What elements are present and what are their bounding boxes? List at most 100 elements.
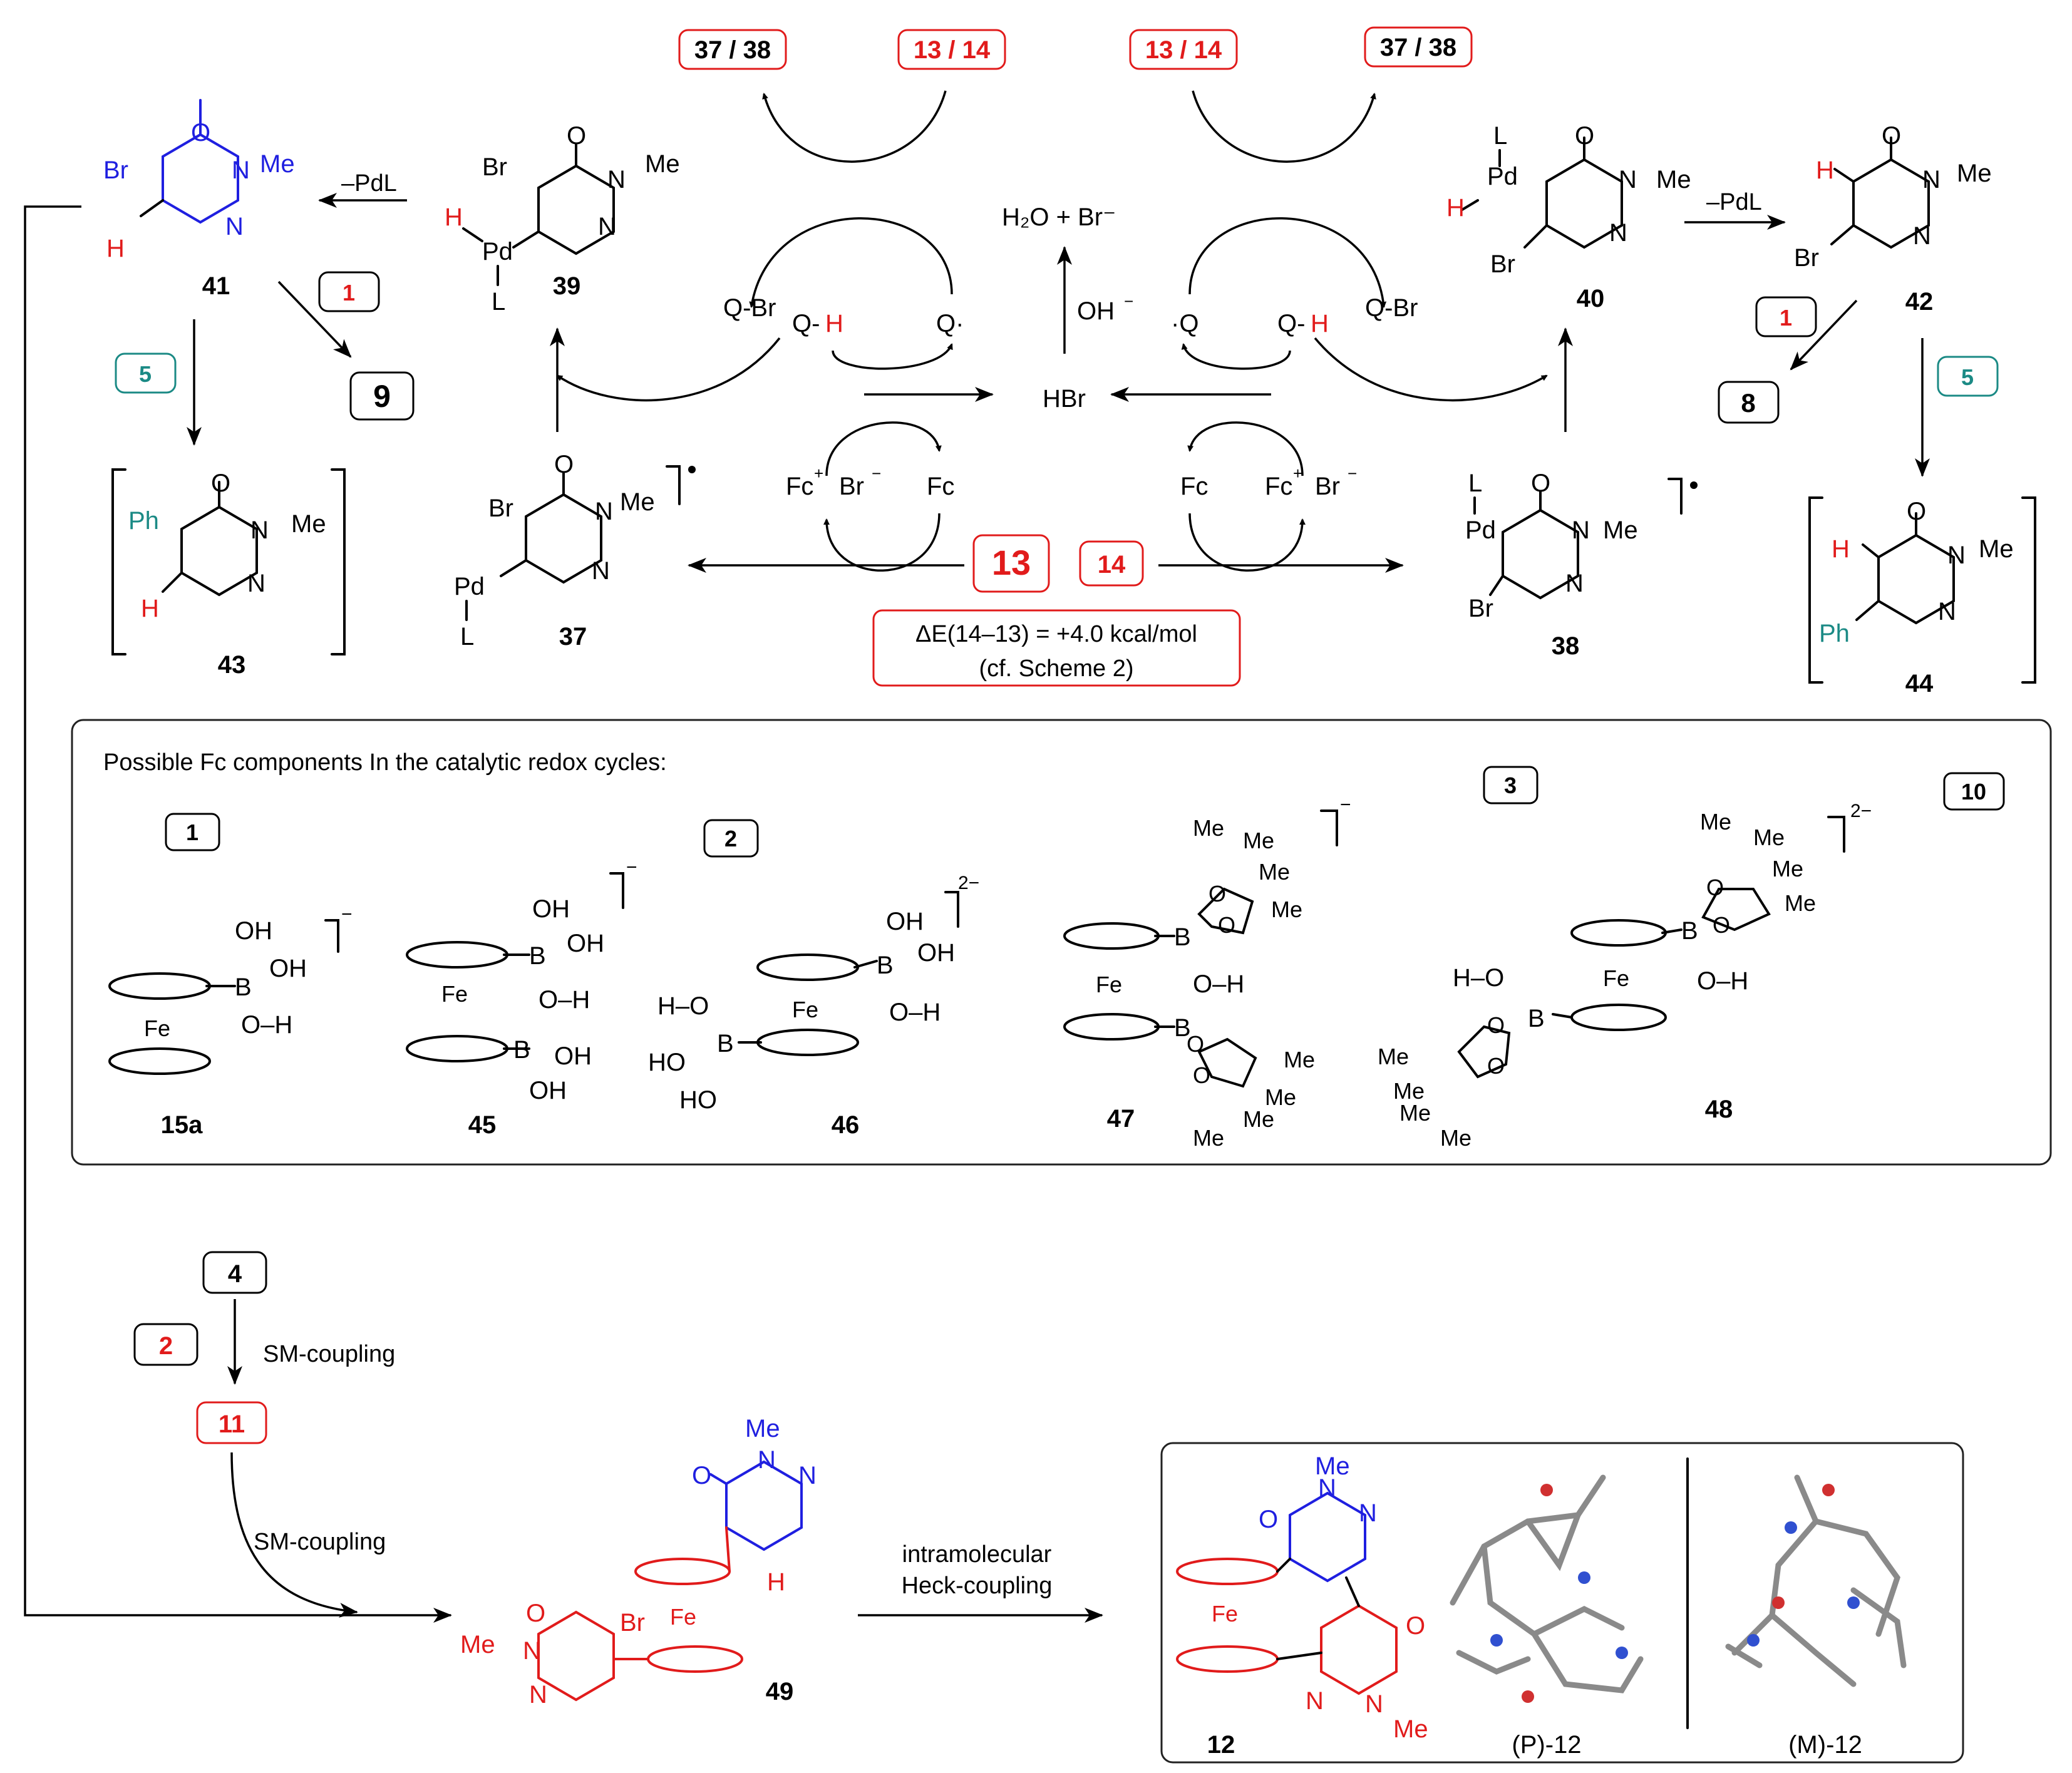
- fc-left: Fc: [927, 473, 954, 500]
- svg-text:Pd: Pd: [1465, 516, 1496, 544]
- panel-box-2: 2: [703, 819, 759, 858]
- svg-text:OH: OH: [235, 917, 272, 945]
- svg-text:Br: Br: [1315, 473, 1340, 500]
- svg-text:Br: Br: [1490, 250, 1515, 278]
- svg-text:N: N: [1306, 1687, 1324, 1715]
- svg-text:38: 38: [1552, 632, 1580, 660]
- svg-text:Me: Me: [1315, 1452, 1350, 1480]
- svg-text:+: +: [814, 464, 823, 483]
- svg-text:Fe: Fe: [1212, 1601, 1238, 1627]
- svg-text:O: O: [1713, 912, 1730, 938]
- svg-text:Me: Me: [1440, 1125, 1472, 1151]
- svg-text:8: 8: [1741, 388, 1755, 418]
- svg-text:H: H: [1446, 194, 1465, 222]
- route-41-to-49: [24, 205, 452, 1623]
- compound-13-box: 13: [972, 534, 1050, 593]
- svg-text:Fc: Fc: [1265, 473, 1292, 500]
- panel-box-3: 3: [1483, 766, 1539, 804]
- compound-44: O H N Me N Ph 44: [1808, 496, 2036, 697]
- svg-text:9: 9: [373, 379, 391, 414]
- svg-text:13 / 14: 13 / 14: [1145, 36, 1222, 64]
- svg-text:OH: OH: [529, 1077, 567, 1104]
- svg-text:B: B: [1174, 923, 1191, 951]
- svg-text:Br: Br: [1794, 244, 1819, 272]
- svg-text:N: N: [250, 516, 269, 544]
- svg-text:Me: Me: [1243, 1106, 1274, 1132]
- svg-text:1: 1: [1780, 305, 1792, 331]
- svg-text:N: N: [1365, 1690, 1383, 1718]
- svg-text:N: N: [1359, 1499, 1377, 1527]
- compound-40: O N Me N Br Pd H L 40: [1446, 122, 1691, 312]
- svg-text:1: 1: [343, 280, 355, 306]
- svg-text:H: H: [141, 595, 159, 622]
- box-11: 11: [196, 1401, 267, 1444]
- svg-text:14: 14: [1098, 551, 1126, 578]
- hydroxide-charge: −: [1124, 292, 1133, 311]
- top-box-13-14-right: 13 / 14: [1129, 29, 1238, 70]
- svg-text:B: B: [1681, 917, 1698, 945]
- svg-text:Me: Me: [460, 1631, 495, 1658]
- svg-text:Me: Me: [1979, 535, 2014, 563]
- svg-text:Br: Br: [488, 495, 513, 522]
- svg-text:O: O: [526, 1600, 545, 1627]
- svg-text:Me: Me: [1393, 1078, 1425, 1104]
- svg-text:37 / 38: 37 / 38: [694, 36, 771, 64]
- svg-text:N: N: [225, 213, 244, 240]
- svg-text:47: 47: [1107, 1105, 1135, 1133]
- fc-right: Fc: [1180, 473, 1208, 500]
- svg-text:37 / 38: 37 / 38: [1380, 34, 1456, 61]
- svg-text:O: O: [554, 451, 574, 478]
- svg-text:N: N: [592, 557, 610, 585]
- svg-text:L: L: [1493, 122, 1507, 150]
- svg-text:O: O: [1575, 122, 1594, 150]
- compound-41: O Br N Me N H 41: [103, 99, 295, 300]
- svg-text:N: N: [1947, 542, 1966, 569]
- svg-text:Me: Me: [1753, 825, 1785, 850]
- svg-text:Me: Me: [1700, 809, 1731, 835]
- svg-text:Q-: Q-: [1277, 310, 1305, 337]
- svg-text:L: L: [460, 623, 474, 650]
- svg-text:Ph: Ph: [128, 507, 159, 535]
- svg-text:Fe: Fe: [1096, 972, 1122, 997]
- svg-text:2: 2: [159, 1332, 173, 1360]
- svg-text:Me: Me: [745, 1415, 780, 1442]
- svg-text:Br: Br: [482, 153, 507, 181]
- svg-text:H: H: [1832, 535, 1850, 563]
- svg-text:OH: OH: [886, 908, 924, 935]
- svg-text:N: N: [1609, 219, 1627, 247]
- svg-text:3: 3: [1504, 773, 1517, 798]
- compound-15a: Fe B OH OH O–H − 15a: [108, 904, 353, 1139]
- compound-12: O N Me N Fe O N N Me 12: [1176, 1452, 1428, 1759]
- svg-text:15a: 15a: [161, 1111, 203, 1139]
- sm-coupling-1: SM-coupling: [263, 1341, 395, 1367]
- svg-text:(cf. Scheme 2): (cf. Scheme 2): [979, 655, 1133, 682]
- crystal-structure-P-12: (P)-12: [1450, 1474, 1644, 1759]
- svg-text:Fe: Fe: [1603, 965, 1629, 991]
- svg-text:O: O: [1487, 1053, 1505, 1079]
- svg-text:Me: Me: [1193, 815, 1224, 841]
- svg-text:O: O: [191, 119, 210, 146]
- qdot-left: Q·: [936, 310, 964, 337]
- svg-text:B: B: [877, 952, 894, 979]
- svg-text:Me: Me: [1399, 1100, 1431, 1126]
- compound-47: Fe B B O–H O O O O Me Me Me Me Me Me Me …: [1063, 794, 1351, 1151]
- svg-text:(M)-12: (M)-12: [1788, 1731, 1862, 1759]
- svg-text:O–H: O–H: [1697, 967, 1748, 995]
- svg-text:O: O: [1907, 498, 1926, 525]
- svg-text:2−: 2−: [1850, 801, 1872, 821]
- svg-text:N: N: [607, 166, 626, 193]
- svg-text:Br: Br: [620, 1609, 645, 1637]
- svg-text:N: N: [529, 1681, 547, 1709]
- svg-text:O–H: O–H: [241, 1011, 292, 1039]
- svg-text:Fe: Fe: [441, 981, 468, 1007]
- svg-text:HO: HO: [648, 1049, 686, 1076]
- svg-text:N: N: [798, 1462, 817, 1489]
- svg-text:N: N: [232, 157, 250, 184]
- svg-text:1: 1: [186, 820, 198, 845]
- qbr-left: Q-Br: [723, 294, 776, 322]
- svg-text:N: N: [1913, 222, 1931, 250]
- svg-text:OH: OH: [532, 895, 570, 923]
- svg-text:Me: Me: [1603, 516, 1638, 544]
- svg-text:Me: Me: [1193, 1125, 1224, 1151]
- compound-42: O H N Me N Br 42: [1794, 122, 1992, 316]
